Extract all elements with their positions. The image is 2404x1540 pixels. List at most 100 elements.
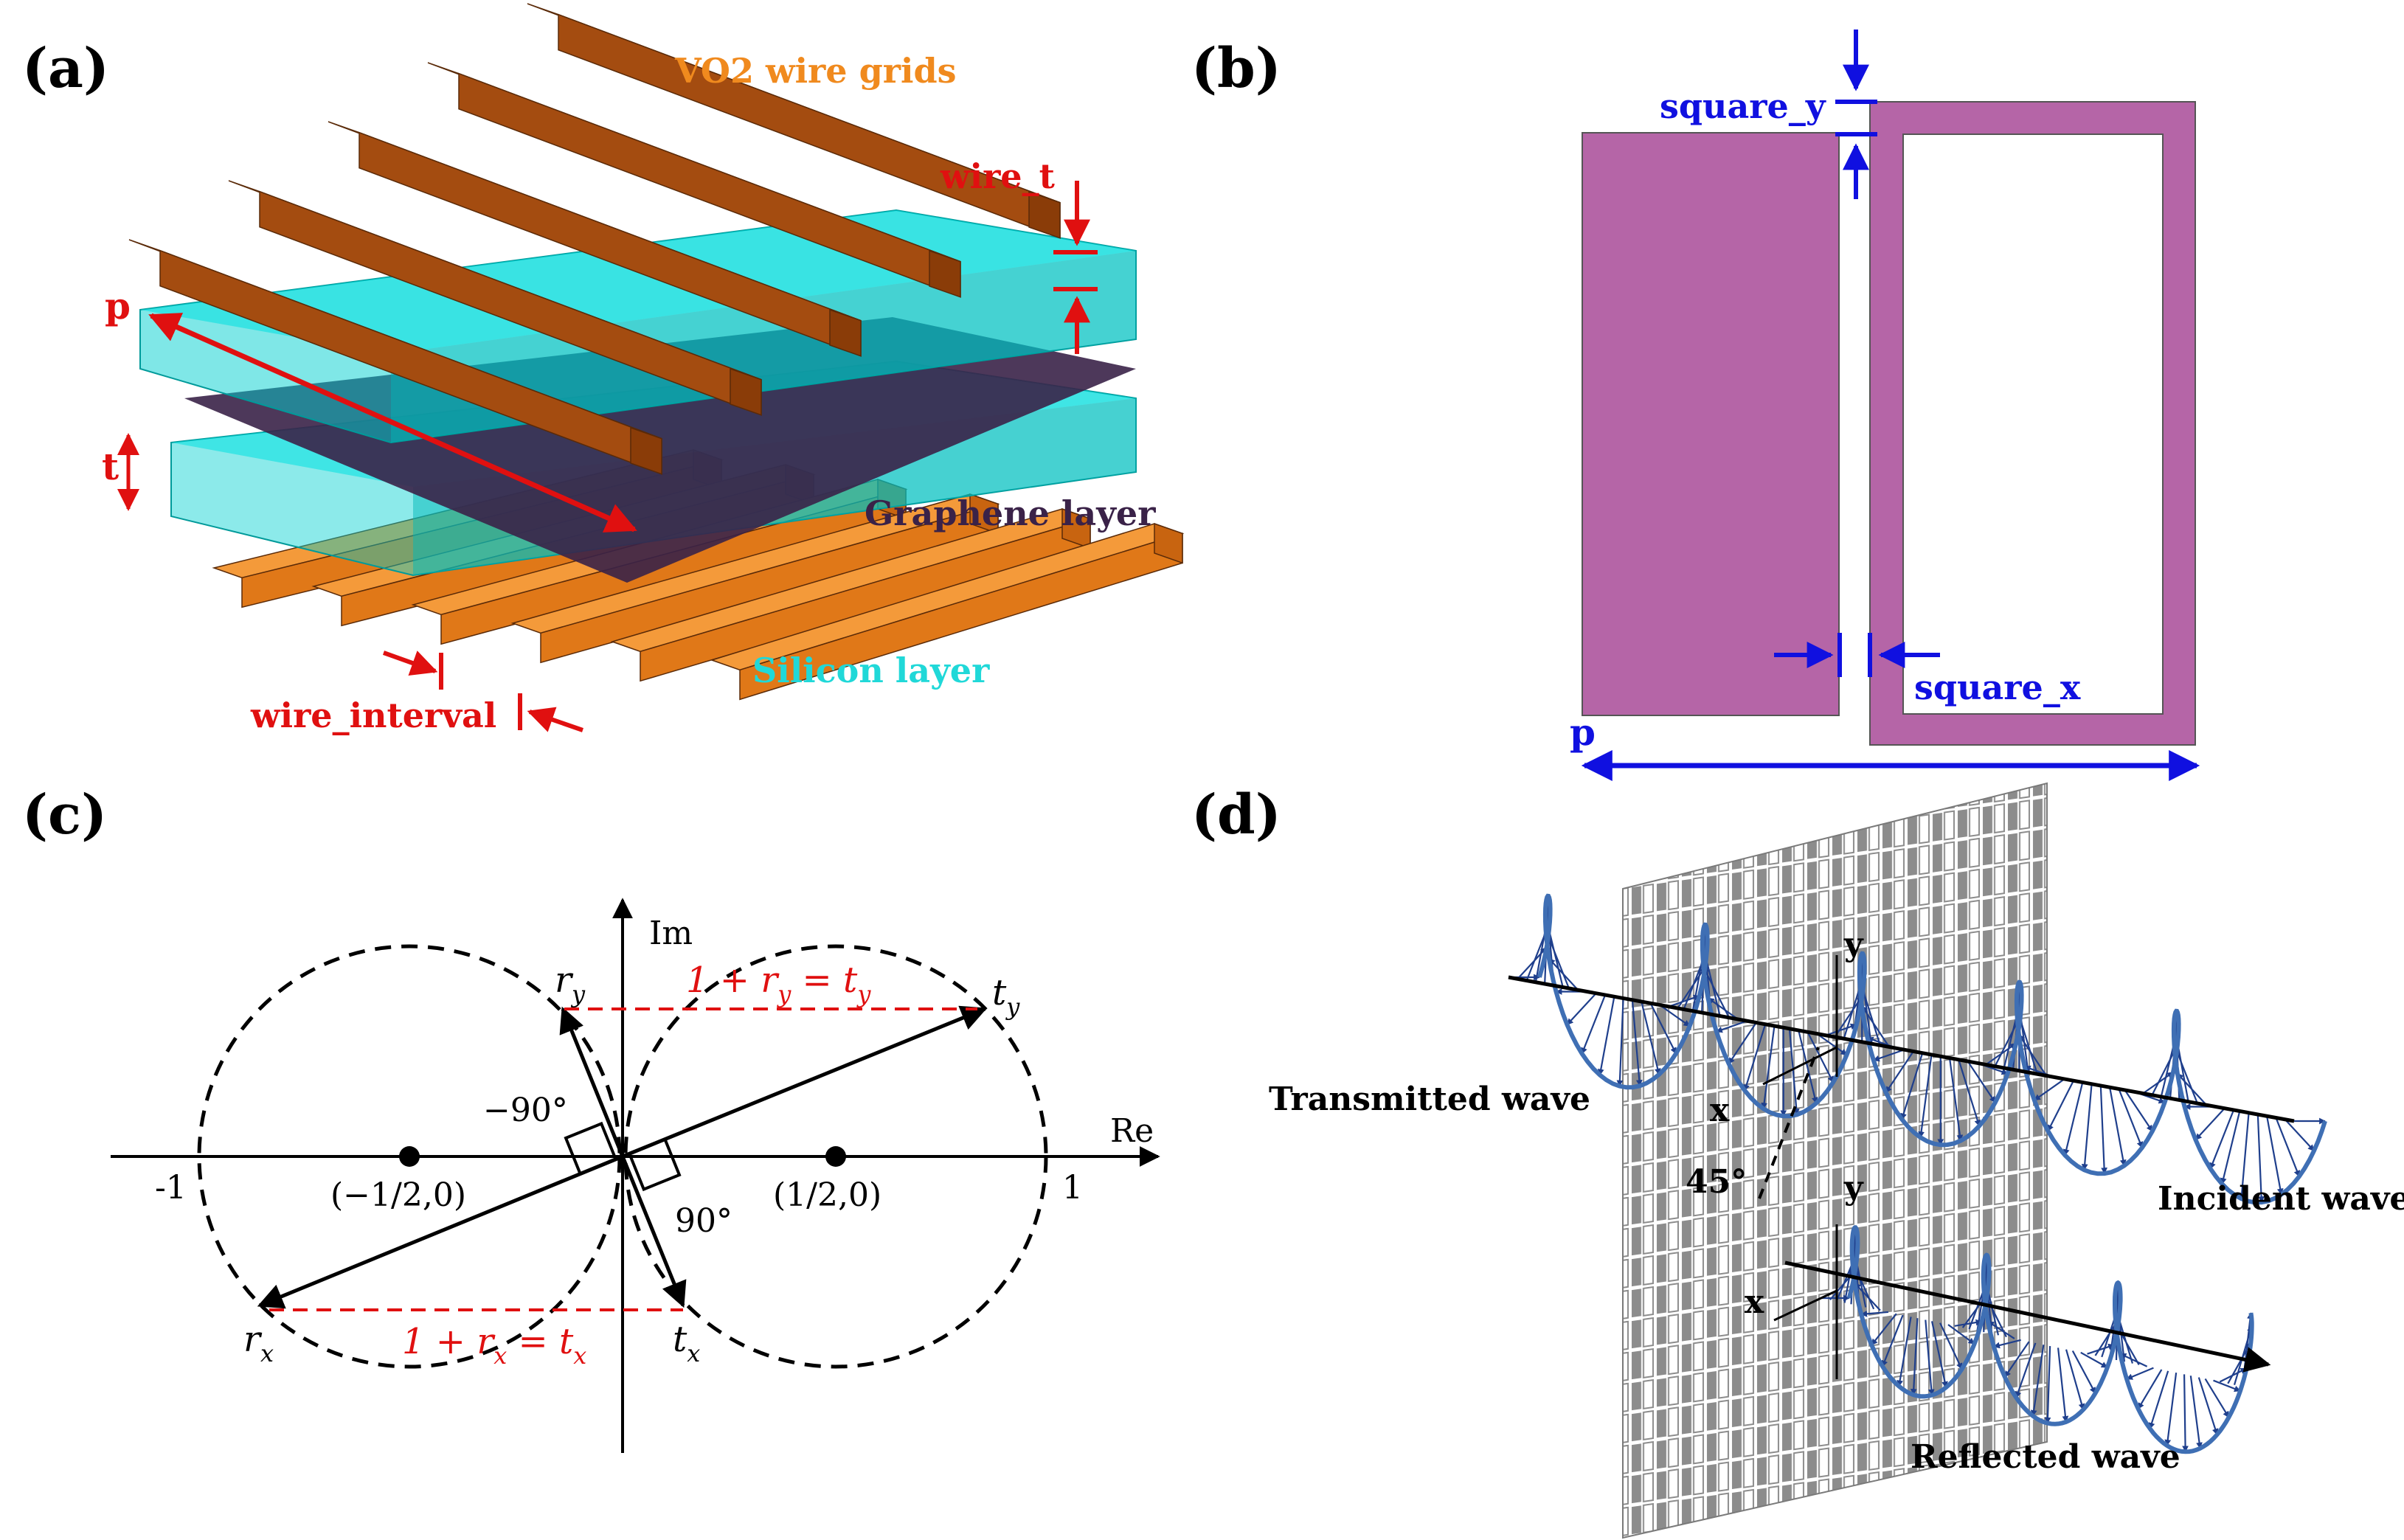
silicon-label: Silicon layer	[752, 651, 990, 690]
incident-wave-arrow	[1641, 1001, 1661, 1075]
ty-vector	[622, 1005, 988, 1159]
incident-wave-arrow	[1798, 1030, 1818, 1104]
reflected-wave-arrow	[1925, 1319, 1935, 1396]
incident-wave-arrow	[1967, 1061, 1996, 1103]
right-angle-marker-upper	[564, 1121, 618, 1176]
incident-wave-arrow	[2177, 1072, 2208, 1106]
rx-label: rx	[243, 1319, 274, 1367]
reflected-wave-arrow	[2065, 1349, 2085, 1411]
reflected-wave-arrow	[1860, 1310, 1888, 1317]
reflected-wave-arrow	[2182, 1374, 2189, 1453]
ty-label: ty	[992, 972, 1020, 1021]
graphene-label: Graphene layer	[865, 493, 1156, 533]
y-bottom-label: y	[1843, 1169, 1864, 1207]
reflected-wave-arrow	[1910, 1318, 1919, 1395]
incident-wave-envelope	[1537, 893, 2327, 1205]
reflected-wave-arrow	[2080, 1351, 2108, 1368]
incident-wave-arrow	[1918, 1054, 1933, 1139]
incident-wave-arrow	[1816, 1033, 1848, 1056]
reflected-wave-arrow	[2044, 1346, 2051, 1424]
minus-one-label: -1	[155, 1169, 187, 1207]
center-left-label: (−1/2,0)	[330, 1176, 466, 1214]
top-wire-5	[527, 3, 1061, 239]
bottom-wire-4	[510, 493, 1000, 664]
square-x-label: square_x	[1914, 667, 2081, 707]
incident-wave-arrow	[2195, 1108, 2225, 1141]
incident-wave-arrow	[1861, 1005, 1891, 1048]
top-wire-4	[427, 62, 961, 298]
center-left-dot	[399, 1146, 420, 1167]
metasurface-panel	[1622, 782, 2048, 1539]
incident-wave-arrow	[1825, 1023, 1857, 1036]
reflected-wave-arrow	[2115, 1323, 2140, 1366]
incident-wave-arrow	[2238, 1112, 2250, 1200]
reflected-wave-arrow	[2057, 1348, 2069, 1423]
incident-wave-arrow	[1807, 1031, 1835, 1083]
x-top-label: x	[1710, 1092, 1730, 1129]
panel-d-label: (d)	[1191, 783, 1281, 847]
incident-wave-arrow	[1885, 1050, 1914, 1093]
left-resonator-bar	[1582, 132, 1840, 716]
incident-label: Incident wave	[2158, 1180, 2404, 1218]
reflected-wave-arrow	[2119, 1353, 2148, 1367]
wire-t-label: wire_t	[940, 156, 1056, 196]
right-resonator-frame	[1869, 101, 2196, 746]
reflected-wave-arrow	[2164, 1372, 2178, 1446]
panel-b: (b) square_y square_x p	[1191, 30, 2200, 781]
top-wire-3	[328, 121, 862, 357]
reflected-wave-arrow	[2137, 1369, 2163, 1409]
incident-wave-arrow	[2266, 1116, 2284, 1196]
angle-label: 45°	[1686, 1163, 1747, 1201]
reflected-wave-arrow	[1939, 1322, 1963, 1370]
incident-wave-arrow	[1743, 1024, 1767, 1092]
incident-axis	[1508, 975, 2295, 1123]
incident-wave-arrow	[1873, 1049, 1905, 1062]
angle-neg-label: −90°	[483, 1092, 568, 1129]
incident-wave-arrow	[1857, 960, 1872, 1044]
incident-wave-arrow	[1788, 1028, 1800, 1116]
wire-interval-arrow-left	[382, 651, 438, 676]
incident-wave-arrow	[1716, 1020, 1747, 1033]
incident-wave-arrow	[2047, 1080, 2074, 1132]
incident-wave-arrow	[1581, 994, 1607, 1055]
wire-interval-label: wire_interval	[250, 696, 496, 735]
incident-wave-arrow	[1566, 993, 1597, 1026]
reflected-wave-arrow	[2126, 1367, 2154, 1380]
incident-wave-arrow	[2062, 1082, 2084, 1156]
center-right-label: (1/2,0)	[773, 1176, 881, 1214]
reflected-wave-arrow	[2204, 1378, 2230, 1418]
angle-pos-label: 90°	[675, 1202, 732, 1240]
incident-wave-arrow	[2284, 1119, 2315, 1152]
reflected-wave-arrow	[1993, 1339, 2021, 1349]
panel-a: (a) VO2 wire grids wire_t p t Grap	[22, 3, 1185, 735]
y-top-label: y	[1843, 926, 1864, 963]
reflected-wave-arrow	[1931, 1321, 1948, 1388]
reflected-wave-arrow	[2015, 1342, 2037, 1398]
x-axis-bottom	[1773, 1289, 1837, 1322]
p-label-b: p	[1570, 710, 1596, 754]
reflected-wave-arrow	[2071, 1350, 2096, 1394]
panel-a-label: (a)	[22, 37, 109, 100]
incident-wave-arrow	[1761, 1025, 1776, 1110]
wire-interval-arrow-right	[527, 707, 583, 732]
incident-wave-arrow	[1631, 999, 1643, 1087]
panel-c: (c) Im Re (−1/2,0) (1/2,0) -1 1 1 + ry =…	[22, 783, 1160, 1453]
wave-reflected	[1822, 1225, 2254, 1454]
t-label-a: t	[102, 445, 119, 488]
reflected-axis	[1784, 1260, 2271, 1373]
incident-wave-arrow	[1948, 1058, 1964, 1142]
plus-one-label: 1	[1062, 1169, 1083, 1207]
transmitted-label: Transmitted wave	[1269, 1081, 1590, 1118]
reflected-wave-arrow	[1881, 1314, 1904, 1367]
reflected-wave-arrow	[1981, 1269, 2000, 1336]
incident-wave-arrow	[1597, 996, 1615, 1076]
reflected-wave-arrow	[1850, 1239, 1867, 1308]
incident-wave-arrow	[1668, 994, 1700, 1007]
incident-wave-arrow	[2018, 1034, 2048, 1077]
reflected-wave-arrow	[2213, 1379, 2241, 1392]
x-axis-top	[1762, 1046, 1837, 1086]
reflected-wave-arrow	[2087, 1343, 2115, 1355]
panel-c-label: (c)	[22, 783, 107, 847]
incident-wave-arrow	[2099, 1085, 2107, 1175]
incident-wave-arrow	[2109, 1087, 2127, 1167]
